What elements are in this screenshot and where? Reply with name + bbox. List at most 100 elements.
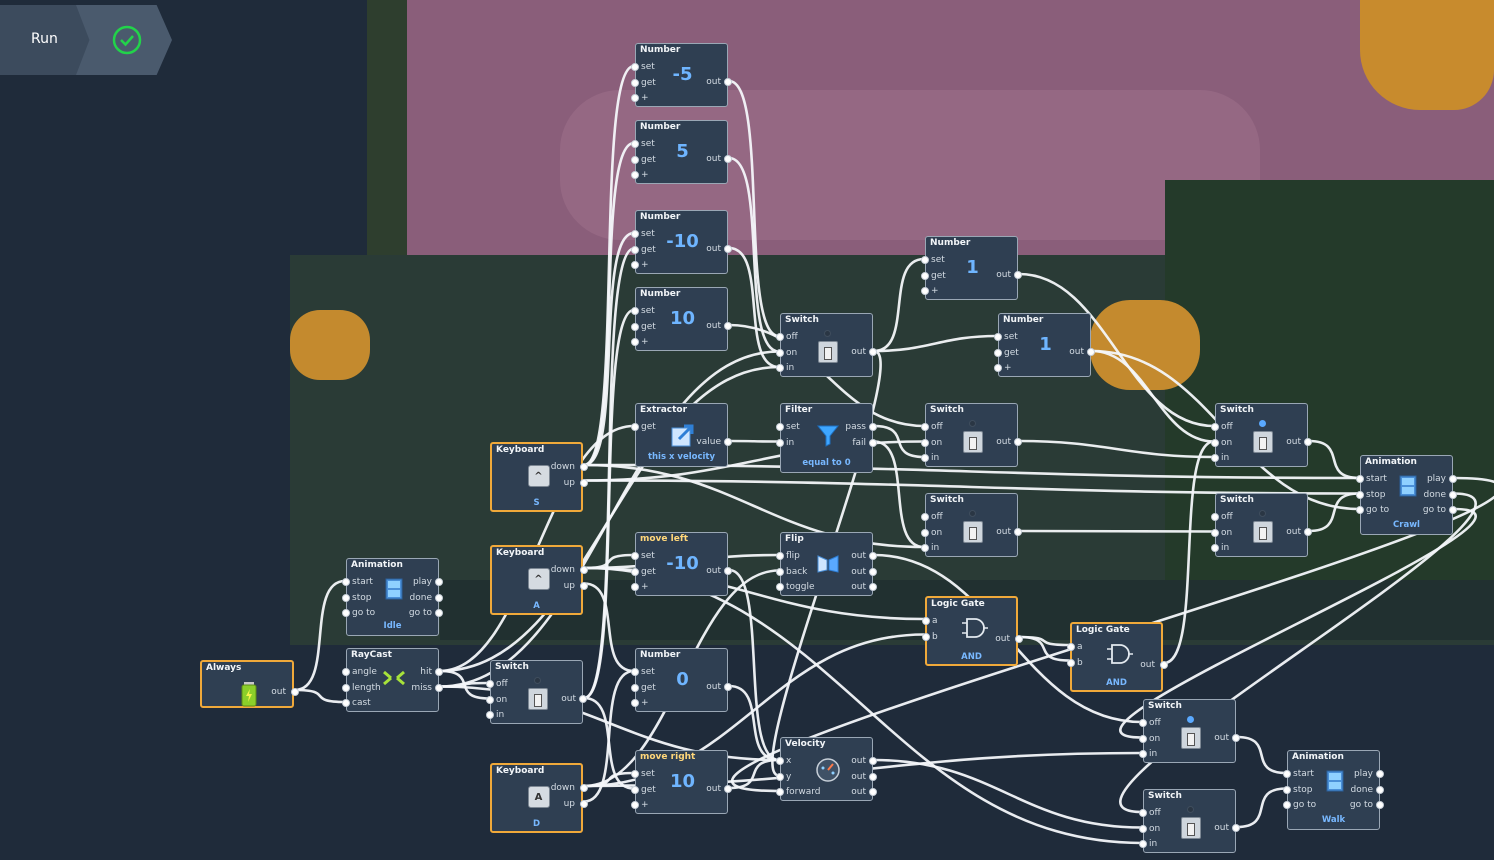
input-port[interactable] [486, 695, 494, 704]
output-port[interactable] [580, 566, 588, 574]
input-port[interactable] [1139, 824, 1147, 833]
input-port[interactable] [631, 155, 639, 164]
input-port[interactable] [1211, 513, 1219, 521]
input-port[interactable] [631, 140, 639, 148]
output-port[interactable] [724, 438, 732, 446]
input-port[interactable] [1067, 643, 1075, 651]
output-port[interactable] [1376, 770, 1384, 778]
input-port[interactable] [921, 544, 929, 552]
input-port[interactable] [342, 668, 350, 676]
input-port[interactable] [776, 583, 784, 591]
output-port[interactable] [1449, 490, 1457, 499]
input-port[interactable] [776, 757, 784, 765]
input-port[interactable] [631, 699, 639, 707]
input-port[interactable] [1283, 801, 1291, 809]
output-port[interactable] [435, 668, 443, 676]
input-port[interactable] [921, 438, 929, 447]
output-port[interactable] [724, 245, 732, 253]
output-port[interactable] [435, 578, 443, 586]
output-port[interactable] [580, 581, 588, 590]
output-port[interactable] [724, 567, 732, 575]
output-port[interactable] [724, 155, 732, 163]
output-port[interactable] [435, 683, 443, 692]
input-port[interactable] [1211, 544, 1219, 552]
output-port[interactable] [1014, 438, 1022, 446]
output-port[interactable] [580, 799, 588, 808]
output-port[interactable] [869, 552, 877, 560]
input-port[interactable] [1139, 734, 1147, 743]
input-port[interactable] [1139, 809, 1147, 817]
input-port[interactable] [342, 699, 350, 707]
input-port[interactable] [342, 683, 350, 692]
output-port[interactable] [1232, 734, 1240, 742]
number-value[interactable]: -5 [672, 64, 693, 85]
output-port[interactable] [580, 784, 588, 792]
input-port[interactable] [1211, 454, 1219, 462]
input-port[interactable] [631, 552, 639, 560]
input-port[interactable] [776, 438, 784, 447]
output-port[interactable] [869, 438, 877, 447]
input-port[interactable] [776, 567, 784, 576]
output-port[interactable] [869, 583, 877, 591]
input-port[interactable] [776, 423, 784, 431]
input-port[interactable] [921, 513, 929, 521]
input-port[interactable] [342, 593, 350, 602]
output-port[interactable] [580, 463, 588, 471]
input-port[interactable] [631, 322, 639, 331]
output-port[interactable] [724, 785, 732, 793]
input-port[interactable] [1139, 750, 1147, 758]
input-port[interactable] [631, 338, 639, 346]
input-port[interactable] [1356, 490, 1364, 499]
input-port[interactable] [1139, 719, 1147, 727]
input-port[interactable] [631, 307, 639, 315]
input-port[interactable] [631, 245, 639, 254]
number-value[interactable]: 10 [669, 771, 696, 792]
input-port[interactable] [631, 230, 639, 238]
input-port[interactable] [486, 711, 494, 719]
input-port[interactable] [922, 617, 930, 625]
input-port[interactable] [486, 680, 494, 688]
output-port[interactable] [724, 78, 732, 86]
output-port[interactable] [724, 683, 732, 691]
input-port[interactable] [1067, 658, 1075, 667]
output-port[interactable] [1160, 661, 1168, 669]
output-port[interactable] [1449, 475, 1457, 483]
input-port[interactable] [631, 567, 639, 576]
input-port[interactable] [1211, 438, 1219, 447]
output-port[interactable] [1087, 348, 1095, 356]
input-port[interactable] [631, 94, 639, 102]
input-port[interactable] [631, 78, 639, 87]
input-port[interactable] [776, 788, 784, 796]
output-port[interactable] [1232, 824, 1240, 832]
input-port[interactable] [631, 668, 639, 676]
input-port[interactable] [776, 552, 784, 560]
input-port[interactable] [776, 772, 784, 781]
output-port[interactable] [1376, 801, 1384, 809]
output-port[interactable] [869, 567, 877, 576]
output-port[interactable] [869, 348, 877, 356]
input-port[interactable] [776, 364, 784, 372]
output-port[interactable] [1449, 506, 1457, 514]
output-port[interactable] [1304, 528, 1312, 536]
input-port[interactable] [342, 609, 350, 617]
input-port[interactable] [921, 528, 929, 537]
input-port[interactable] [631, 423, 639, 431]
output-port[interactable] [291, 688, 299, 696]
input-port[interactable] [631, 785, 639, 794]
input-port[interactable] [776, 333, 784, 341]
